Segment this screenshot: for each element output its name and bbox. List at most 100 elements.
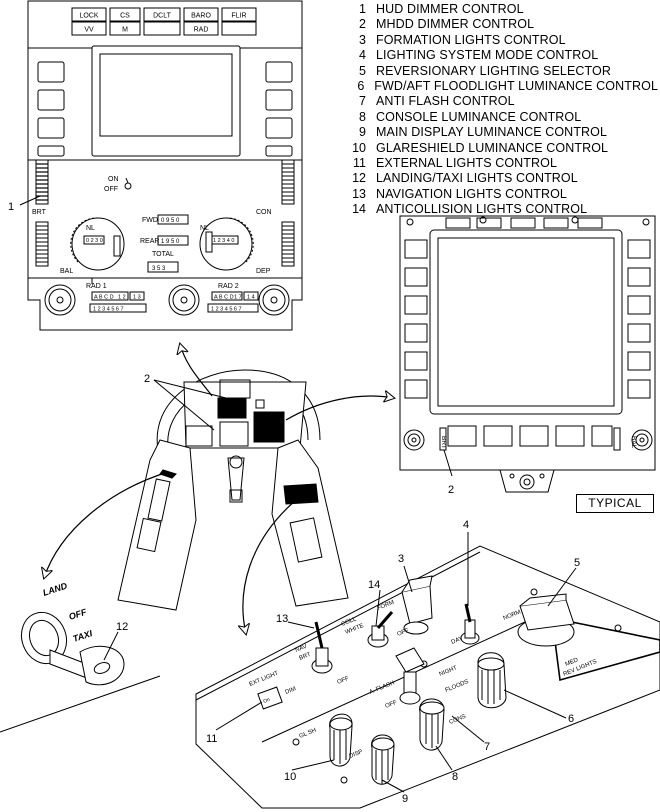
land-label: LAND bbox=[42, 581, 69, 598]
rad2-row2: 1 2 3 4 5 6 7 bbox=[211, 307, 242, 313]
on-off-toggle bbox=[124, 182, 132, 190]
hud-panel-highlight bbox=[217, 397, 247, 419]
callout-10: 10 bbox=[284, 771, 296, 783]
legend-label: CONSOLE LUMINANCE CONTROL bbox=[376, 109, 582, 124]
legend-number: 9 bbox=[359, 125, 366, 140]
dep-label: DEP bbox=[256, 268, 271, 275]
mhdd-bal-label: BAL bbox=[630, 436, 637, 449]
legend-label: FORMATION LIGHTS CONTROL bbox=[376, 32, 566, 47]
callout-13: 13 bbox=[276, 613, 288, 625]
mhdd-top-buttons bbox=[445, 217, 603, 229]
leader-arrows bbox=[44, 344, 394, 634]
disp-label: DISP bbox=[349, 749, 364, 760]
btn-rad-label: RAD bbox=[194, 27, 209, 34]
legend-label: LANDING/TAXI LIGHTS CONTROL bbox=[376, 171, 578, 186]
mhdd-brt-label: BRT bbox=[440, 436, 447, 449]
total-label: TOTAL bbox=[152, 251, 174, 258]
nl-right-dial bbox=[199, 217, 254, 271]
callout-3: 3 bbox=[398, 553, 404, 565]
on-label: ON bbox=[108, 176, 119, 183]
svg-text:2: 2 bbox=[144, 373, 150, 385]
mhdd-left-buttons bbox=[404, 239, 428, 399]
con-thumbwheel bbox=[281, 159, 295, 205]
legend-label: FWD/AFT FLOODLIGHT LUMINANCE CONTROL bbox=[374, 79, 658, 94]
svg-text:1: 1 bbox=[8, 201, 14, 213]
fwd-value: 0 9 5 0 bbox=[161, 218, 180, 224]
legend-label: GLARESHIELD LUMINANCE CONTROL bbox=[376, 140, 609, 155]
rad2-knob bbox=[258, 284, 290, 316]
nav-label: NAV bbox=[295, 644, 308, 654]
callout-12: 12 bbox=[103, 621, 128, 661]
fwd-counter bbox=[157, 214, 189, 225]
btn-m-label: M bbox=[122, 27, 128, 34]
legend-item: 12 LANDING/TAXI LIGHTS CONTROL bbox=[340, 171, 658, 186]
cons-knob bbox=[419, 698, 445, 751]
day-label: DAY bbox=[451, 636, 464, 646]
legend-number: 14 bbox=[352, 202, 366, 217]
legend-label: ANTI FLASH CONTROL bbox=[376, 94, 515, 109]
gl-sh-knob bbox=[329, 713, 353, 767]
callout-8: 8 bbox=[452, 771, 458, 783]
legend-number: 2 bbox=[359, 17, 366, 32]
btn-vv-label: VV bbox=[84, 27, 94, 34]
con-label: CON bbox=[256, 209, 272, 216]
rad1-label: RAD 1 bbox=[86, 283, 107, 290]
callout-11: 11 bbox=[206, 733, 217, 745]
svg-text:12: 12 bbox=[116, 621, 128, 633]
legend-label: NAVIGATION LIGHTS CONTROL bbox=[376, 186, 567, 201]
callout-1: 1 bbox=[8, 195, 41, 213]
mhdd-bal-knob bbox=[631, 429, 653, 451]
mhdd-highlight bbox=[253, 411, 285, 443]
rad1-row2: 1 2 3 4 5 6 7 bbox=[93, 307, 124, 313]
rear-value: 1 9 5 0 bbox=[161, 239, 180, 245]
callout-2b: 2 bbox=[443, 449, 454, 496]
legend-item: 8 CONSOLE LUMINANCE CONTROL bbox=[340, 110, 658, 125]
rad1-row1: A B C D bbox=[94, 295, 114, 301]
rad1-knob bbox=[44, 284, 76, 316]
callout-4: 4 bbox=[463, 519, 469, 531]
btn-baro-label: BARO bbox=[191, 13, 211, 20]
dim-label: DIM bbox=[285, 686, 297, 696]
nl-right-label: NL bbox=[200, 225, 209, 232]
taxi-off-label: OFF bbox=[68, 607, 89, 622]
off-label: OFF bbox=[104, 186, 118, 193]
callout-2a: 2 bbox=[144, 373, 227, 431]
hud-display-screen bbox=[91, 45, 241, 157]
coll-label: COLL bbox=[341, 616, 358, 628]
rad2-row1c: 1 4 bbox=[247, 295, 255, 301]
nl-left-label: NL bbox=[86, 225, 95, 232]
hud-mode-buttons bbox=[71, 7, 257, 36]
legend-label: HUD DIMMER CONTROL bbox=[376, 2, 524, 16]
legend-number: 4 bbox=[359, 48, 366, 63]
callout-7: 7 bbox=[484, 741, 490, 753]
cockpit-overview bbox=[117, 369, 349, 611]
total-counter bbox=[147, 261, 179, 273]
mhdd-labels: BRT BAL bbox=[440, 436, 637, 449]
rad1-row1b: 1 2 bbox=[118, 295, 126, 301]
legend-number: 5 bbox=[359, 63, 366, 78]
right-bezel-buttons bbox=[265, 61, 293, 157]
legend-number: 12 bbox=[352, 171, 366, 186]
callout-14: 14 bbox=[368, 579, 380, 591]
legend-label: ANTICOLLISION LIGHTS CONTROL bbox=[376, 202, 588, 217]
console-highlight bbox=[283, 483, 319, 505]
nl-left-dial bbox=[70, 217, 125, 271]
rear-label: REAR bbox=[140, 238, 159, 245]
knob-off-label: OFF bbox=[385, 700, 399, 710]
rad2-row1b: 1 7 bbox=[234, 295, 242, 301]
legend-number: 8 bbox=[359, 109, 366, 124]
fwd-label: FWD bbox=[142, 217, 158, 224]
hud-panel-labels: LOCK CS DCLT BARO FLIR VV M RAD ON OFF B… bbox=[32, 13, 272, 313]
callout-6: 6 bbox=[568, 713, 574, 725]
med-label: MED bbox=[565, 657, 580, 668]
rad2-label: RAD 2 bbox=[218, 283, 239, 290]
rear-counter bbox=[157, 235, 189, 246]
mhdd-right-buttons bbox=[627, 239, 651, 399]
